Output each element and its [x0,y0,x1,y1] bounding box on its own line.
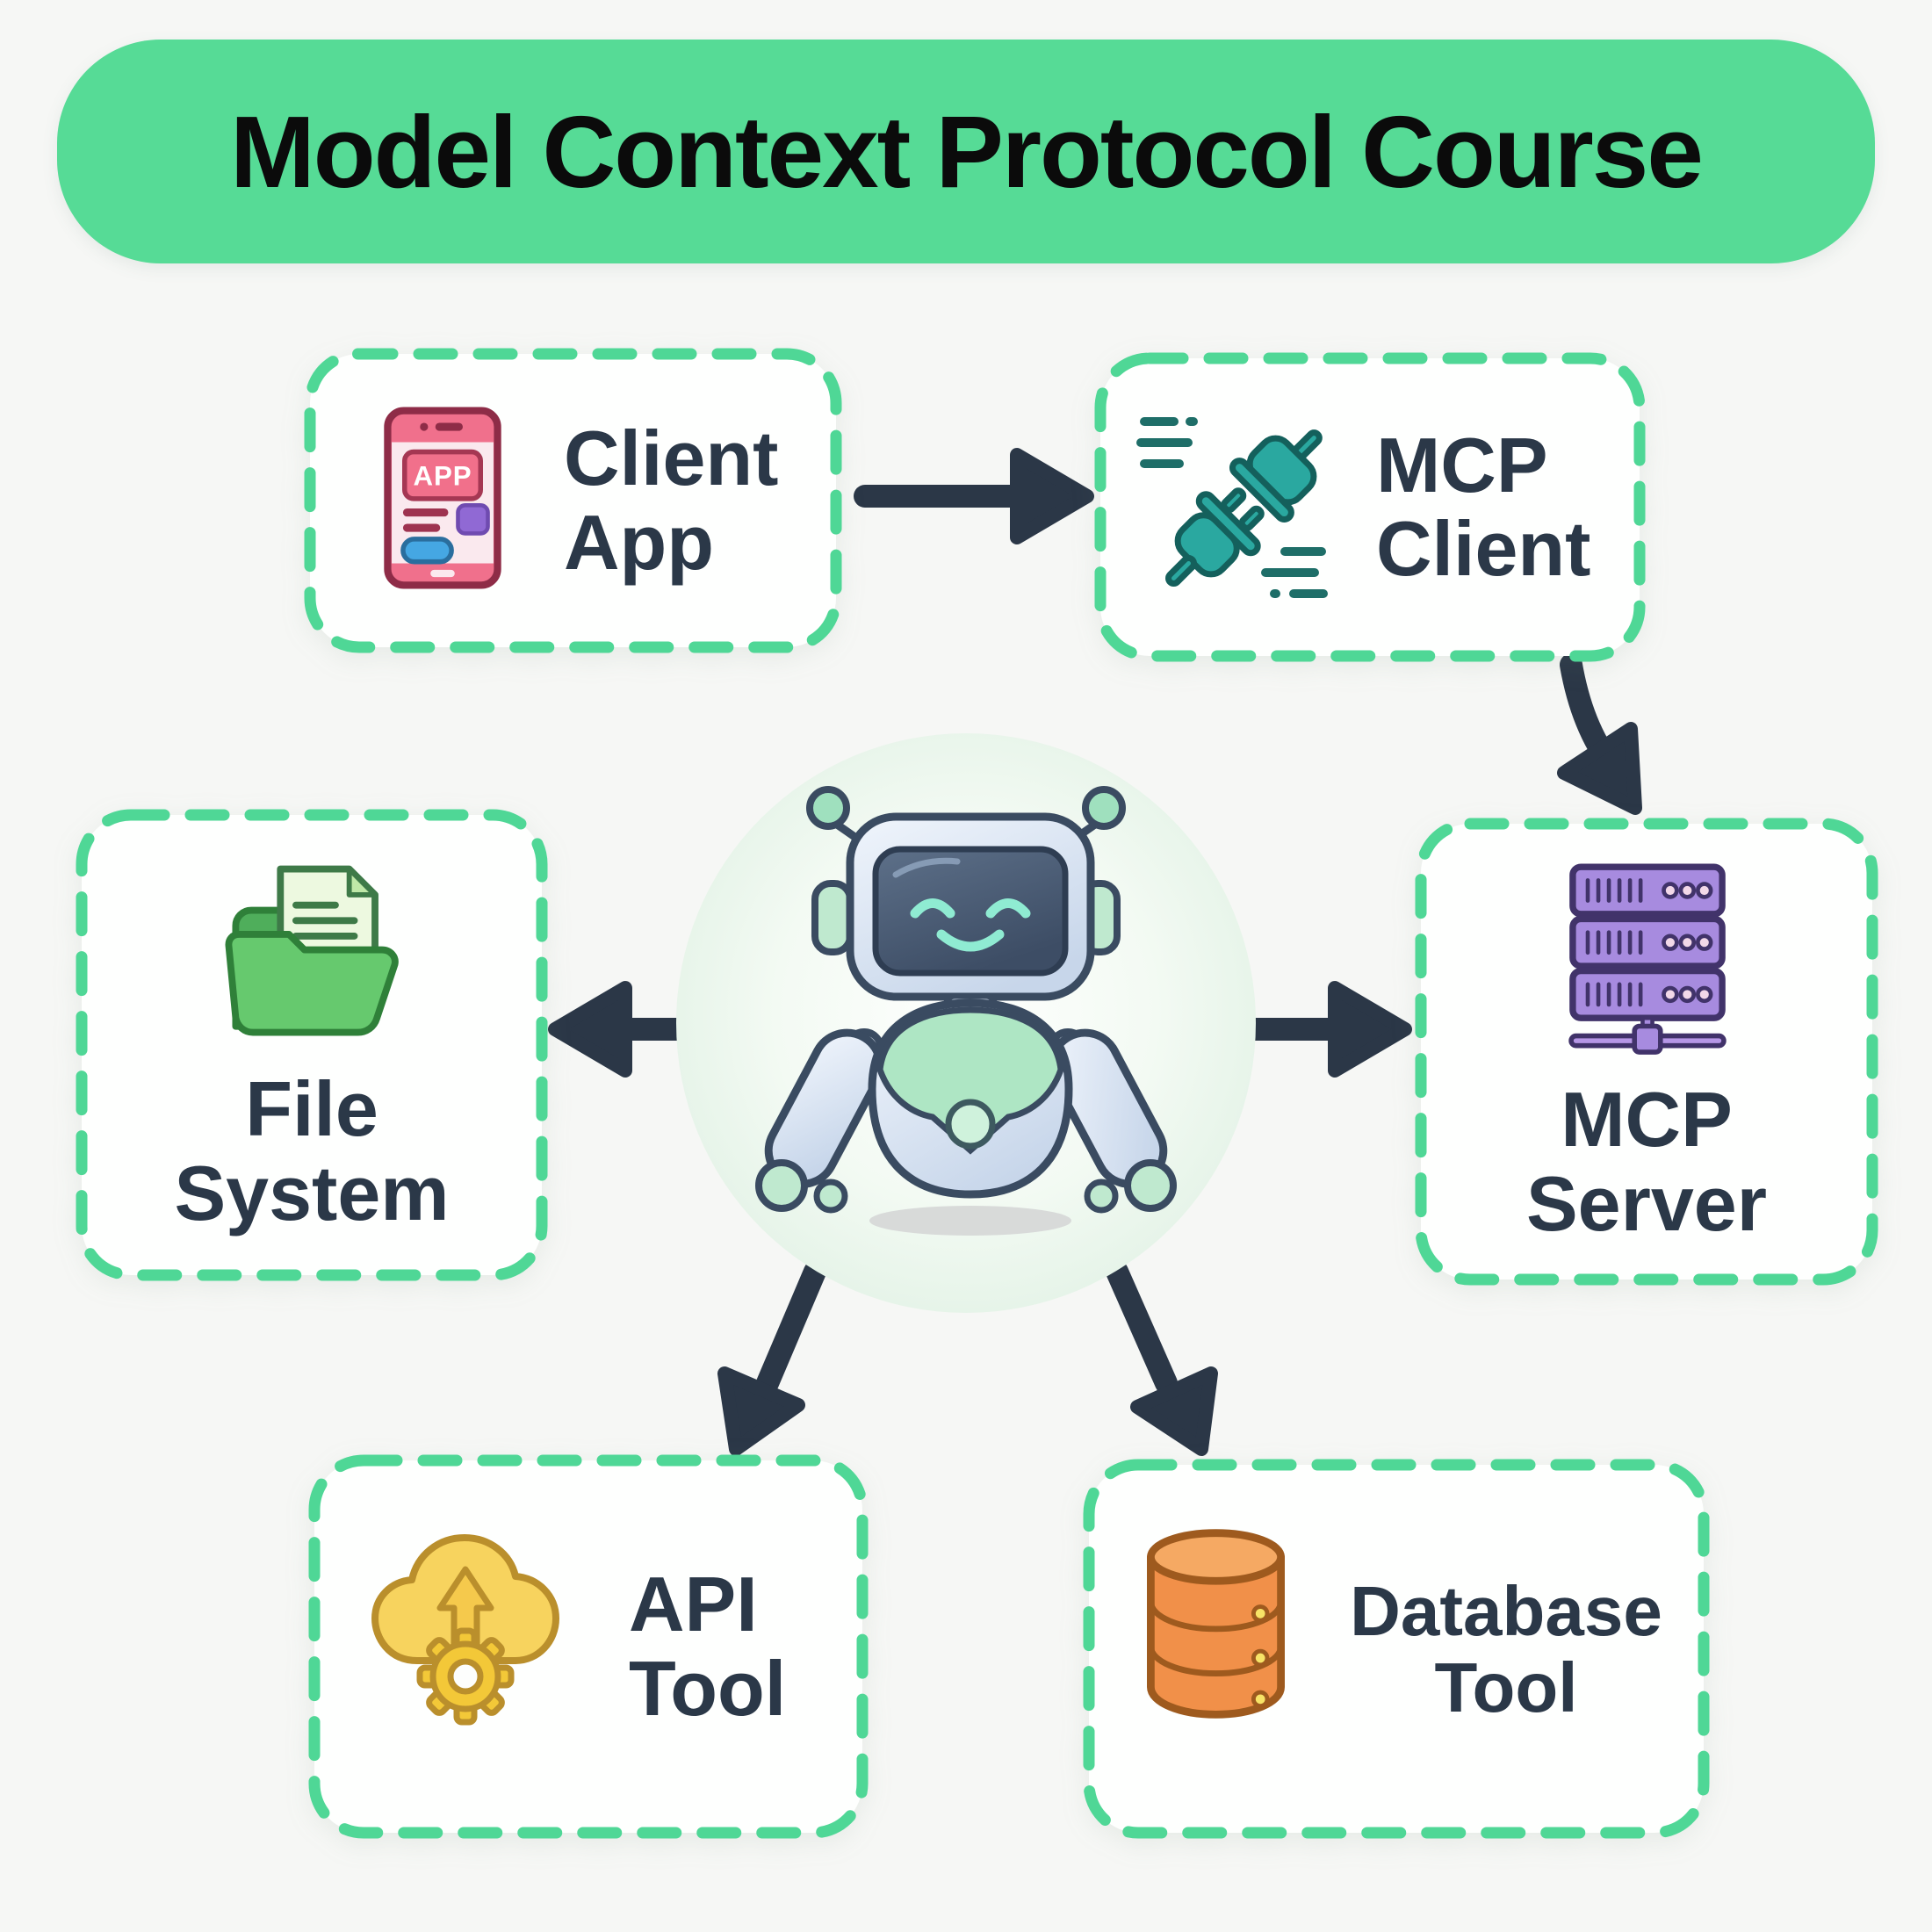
cloud-gear-icon [371,1534,559,1726]
node-api-tool: API Tool [307,1453,869,1840]
node-file-system: File System [75,808,549,1282]
node-mcp-server: MCP Server [1414,817,1879,1287]
folder-document-icon [225,865,399,1036]
arrow-mcp-client-to-mcp-server [1557,653,1642,815]
arrow-robot-to-mcp-server [1236,981,1412,1078]
arrow-robot-to-api-tool [717,1260,826,1456]
robot-body [868,998,1073,1199]
phone-app-label: APP [413,460,472,491]
page-title: Model Context Protocol Course [230,94,1704,209]
server-rack-icon [1568,863,1727,1055]
node-client-app: APP Client App [303,347,843,654]
robot-eye-left [910,898,955,919]
mcp-server-label: MCP Server [1525,1076,1767,1247]
robot-shadow [869,1206,1071,1236]
robot-arm-left [755,1028,884,1214]
client-app-label: Client App [564,415,779,586]
robot-eye-right [985,898,1031,919]
ai-robot [676,733,1256,1313]
node-database-tool: Database Tool [1082,1458,1711,1840]
robot-head [846,812,1095,1001]
database-tool-label: Database Tool [1350,1571,1662,1727]
arrow-client-app-to-mcp-client [854,448,1094,544]
node-mcp-client: MCP Client [1093,351,1647,663]
phone-app-icon: APP [384,407,501,589]
plug-icon [1136,417,1328,598]
robot-ear-left [811,880,854,955]
robot-chest-button [945,1099,996,1150]
mcp-client-label: MCP Client [1376,421,1591,593]
robot-smile [936,929,1005,952]
file-system-label: File System [174,1065,450,1236]
database-icon [1147,1529,1285,1719]
arrow-robot-to-database-tool [1106,1260,1218,1456]
api-tool-label: API Tool [629,1561,787,1732]
title-banner: Model Context Protocol Course [57,40,1875,263]
